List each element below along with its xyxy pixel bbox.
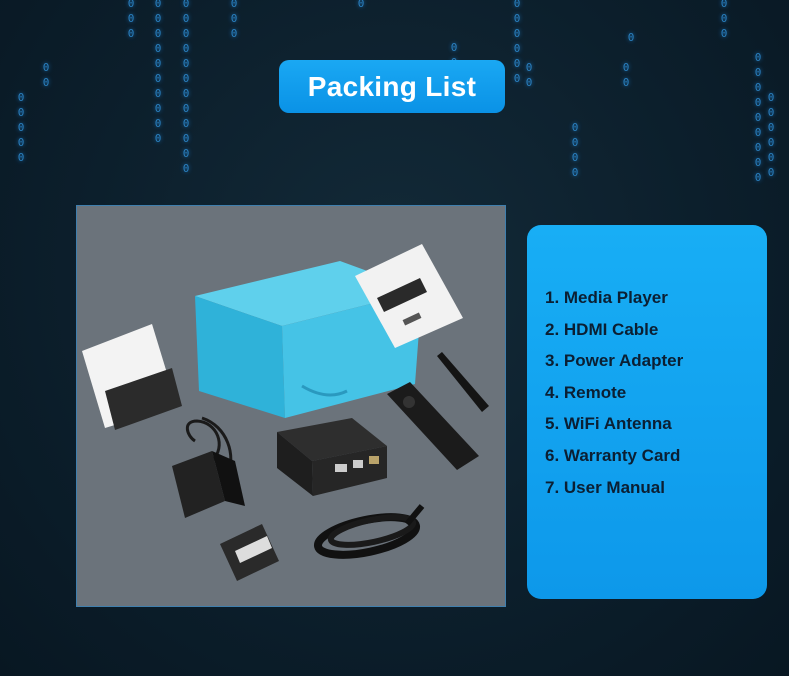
list-item: 5. WiFi Antenna [545,414,672,434]
wifi-antenna-image [437,352,489,412]
power-adapter-image [172,416,245,518]
list-item: 6. Warranty Card [545,445,681,465]
warranty-card-image [82,324,182,430]
page-title: Packing List [279,60,505,113]
packing-list: 1. Media Player 2. HDMI Cable 3. Power A… [545,287,683,508]
list-item: 7. User Manual [545,477,665,497]
list-item: 3. Power Adapter [545,351,684,371]
packing-list-card: 1. Media Player 2. HDMI Cable 3. Power A… [527,225,767,599]
user-manual-image [355,244,463,348]
media-player-image [277,418,387,496]
list-item: 4. Remote [545,382,627,402]
certificate-card-image [220,524,279,581]
list-item: 1. Media Player [545,288,668,307]
product-photo [76,205,506,607]
hdmi-cable-image [313,504,425,559]
digital-rain-decoration: 0 0 0 0 0 0 0 0 0 0 0 0 0 0 0 0 0 0 0 0 … [17,0,775,184]
remote-image [387,382,479,470]
list-item: 2. HDMI Cable [545,319,659,339]
